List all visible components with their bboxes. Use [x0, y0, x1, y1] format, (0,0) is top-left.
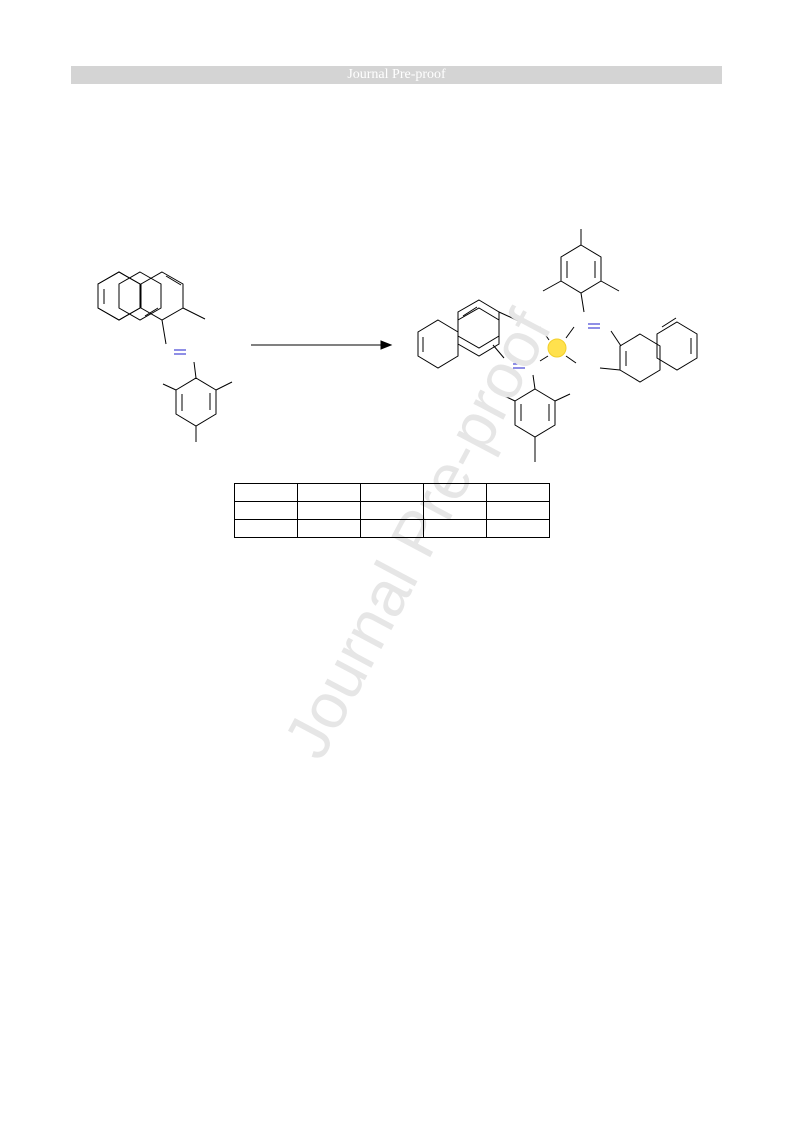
- table-cell: [297, 501, 361, 520]
- table-cell: [234, 519, 298, 538]
- table-cell: [360, 519, 424, 538]
- table-cell: [360, 501, 424, 520]
- reaction-arrow: [251, 340, 393, 350]
- product-imine-bond-right: [588, 323, 600, 329]
- data-table: [234, 483, 550, 538]
- product-metal-center: [539, 326, 577, 364]
- table-cell: [297, 519, 361, 538]
- table-cell: [486, 501, 550, 520]
- table-cell: [297, 483, 361, 502]
- journal-header-bar: Journal Pre-proof: [71, 66, 722, 84]
- table-cell: [486, 483, 550, 502]
- product-imine-bond-left: [513, 363, 525, 369]
- table-cell: [423, 483, 487, 502]
- product-lower-mesityl: [499, 374, 571, 462]
- journal-header-title: Journal Pre-proof: [347, 67, 446, 82]
- product-left-naphthalene: [417, 299, 522, 369]
- table-row: [234, 519, 550, 538]
- table-cell: [486, 519, 550, 538]
- table-cell: [423, 501, 487, 520]
- reaction-scheme: [97, 229, 698, 462]
- reactant-naphthalene: [97, 271, 206, 345]
- table-row: [234, 501, 550, 520]
- table-cell: [423, 519, 487, 538]
- product-upper-mesityl: [542, 229, 620, 313]
- table-row: [234, 483, 550, 502]
- product-right-naphthalene: [599, 317, 698, 383]
- reactant-imine-bond: [174, 349, 186, 355]
- table-cell: [234, 483, 298, 502]
- reactant-mesityl: [162, 361, 233, 442]
- table-cell: [360, 483, 424, 502]
- table-cell: [234, 501, 298, 520]
